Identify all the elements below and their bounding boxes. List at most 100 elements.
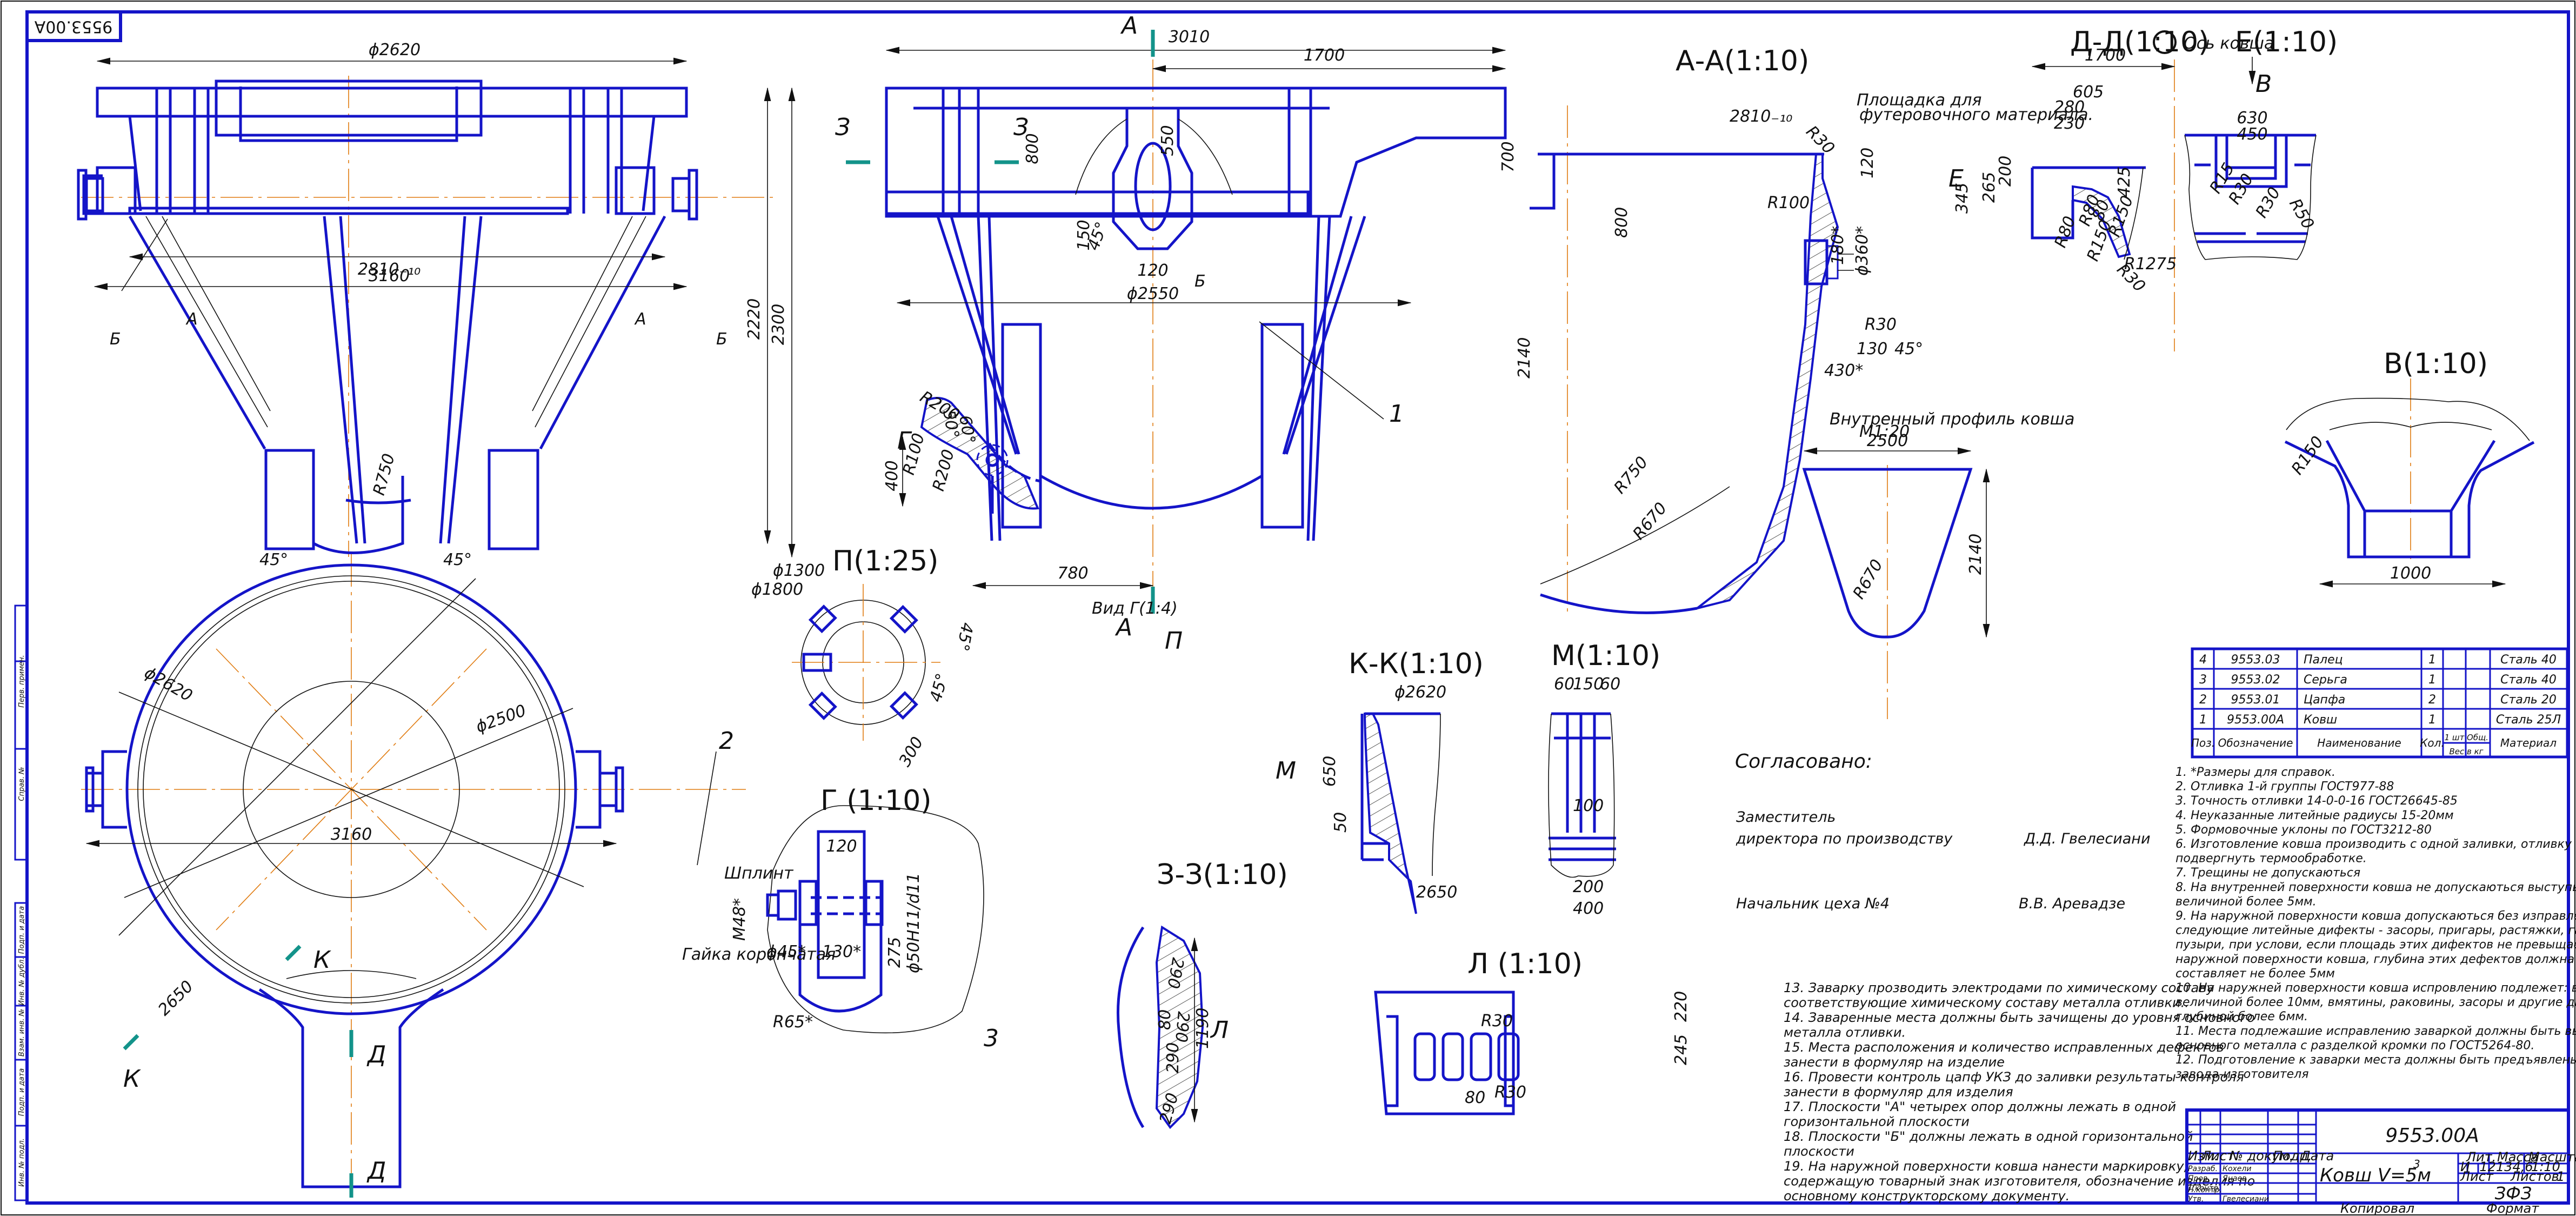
- tb-copied-label: Копировал: [2340, 1201, 2414, 1216]
- tb-role: Н.контр.: [2188, 1186, 2222, 1194]
- note-line: 1. *Размеры для справок.: [2175, 766, 2335, 779]
- label-plane-a-right: А: [634, 310, 646, 329]
- tb-designation: 9553.00A: [2385, 1125, 2479, 1147]
- dim-aa-45deg: 45°: [1894, 340, 1923, 358]
- dim-kk-2650: 2650: [1416, 883, 1457, 902]
- view-mark-e: Е: [1948, 165, 1964, 192]
- dim-side-550: 550: [1158, 125, 1177, 156]
- note-line: 8. На внутренней поверхности ковша не до…: [2175, 881, 2576, 894]
- dim-side-400: 400: [883, 460, 902, 491]
- note-line: 17. Плоскости "А" четырех опор должны ле…: [1784, 1099, 2176, 1114]
- dim-aa-2140: 2140: [1515, 337, 1534, 378]
- dim-l-80: 80: [1465, 1088, 1485, 1107]
- dim-plan-45-left: 45°: [259, 550, 288, 569]
- note-line: основного металла с разделкой кромки по …: [2175, 1039, 2534, 1052]
- note-line: содержащую товарный знак изготовителя, о…: [1784, 1174, 2255, 1189]
- dim-g-50: ϕ50H11/d11: [904, 873, 923, 973]
- tb-header-list: Лист: [2201, 1148, 2235, 1164]
- note-line: 18. Плоскости "Б" должны лежать в одной …: [1784, 1129, 2193, 1144]
- note-line: 12. Подготовление к заварки места должны…: [2175, 1053, 2576, 1067]
- bom-cell-pos: 1: [2199, 713, 2207, 727]
- tb-product-name: Ковш V=5м: [2320, 1165, 2431, 1186]
- note-line: 2. Отливка 1-й группы ГОСТ977-88: [2175, 780, 2394, 794]
- tb-sheets-count: 1: [2557, 1169, 2565, 1184]
- section-dd-title: Д-Д(1:10): [2070, 26, 2209, 58]
- dim-aa-430: 430*: [1824, 361, 1863, 380]
- note-line: 3. Точность отливки 14-0-0-16 ГОСТ26645-…: [2175, 794, 2458, 808]
- bom-cell-qty: 1: [2428, 673, 2436, 687]
- note-line: занести в формуляр на изделие: [1784, 1055, 2005, 1070]
- dim-m-60-left: 60: [1554, 675, 1574, 694]
- dim-m-200: 200: [1573, 878, 1604, 896]
- dim-g-r65: R65*: [773, 1013, 813, 1032]
- tb-role: Т.контр.: [2188, 1184, 2221, 1193]
- dim-aa-180: 180*: [1828, 226, 1847, 265]
- dim-g-275: 275: [885, 937, 904, 968]
- bom-cell-designation: 9553.03: [2231, 653, 2280, 667]
- approval-position-line1: Заместитель: [1736, 809, 1836, 826]
- bom-header-name: Наименование: [2317, 736, 2401, 749]
- tb-header-lit: Лит.: [2466, 1149, 2496, 1165]
- view-g-note: Вид Г(1:4): [1092, 599, 1178, 618]
- tb-header-mass: Масса: [2497, 1149, 2539, 1165]
- dim-zz-1190: 1190: [1193, 1008, 1212, 1049]
- dim-aa-r30-lower: R30: [1865, 315, 1897, 334]
- dim-side-700: 700: [1499, 141, 1518, 172]
- side-stamp-label: Подп. и дата: [18, 906, 26, 954]
- dim-g-130: 130*: [822, 942, 861, 961]
- view-mark-v: В: [2255, 70, 2272, 98]
- dim-profile-r670: R670: [1850, 556, 1887, 602]
- dim-profile-2140: 2140: [1966, 534, 1985, 575]
- technical-notes-right: 1. *Размеры для справок.2. Отливка 1-й г…: [2175, 766, 2576, 1081]
- side-stamp-label: Справ. №: [18, 767, 26, 801]
- note-line: плоскости: [1784, 1144, 1854, 1159]
- dim-p-45-top: 45°: [953, 621, 977, 653]
- dim-kk-650: 650: [1320, 756, 1339, 787]
- side-stamp: Перв. примен. Справ. № Подп. и дата Инв.…: [14, 604, 28, 1201]
- bom-cell-material: Сталь 20: [2500, 693, 2557, 707]
- bom-cell-designation: 9553.01: [2231, 693, 2280, 707]
- dim-aa-265: 265: [1980, 172, 1999, 203]
- dim-aa-200: 200: [1996, 156, 2015, 187]
- dim-zz-290-b: 290: [1171, 1011, 1193, 1043]
- note-line: 19. На наружной поверхности ковша нанест…: [1784, 1159, 2188, 1174]
- tb-sheet-label: Лист: [2460, 1169, 2494, 1184]
- note-line: металла отливки.: [1784, 1025, 1906, 1040]
- top-left-stamp: 9553.00A: [25, 10, 122, 42]
- dim-profile-2500: 2500: [1867, 431, 1908, 450]
- bom-header-designation: Обозначение: [2218, 736, 2293, 749]
- side-stamp-label: Инв. № подл.: [18, 1138, 26, 1187]
- dim-aa-120: 120: [1858, 148, 1877, 178]
- dim-l-245: 245: [1672, 1034, 1691, 1065]
- dim-side-3010: 3010: [1169, 28, 1210, 46]
- view-e: Е(1:10) В 630 450 R15 R30 R50 R30: [2184, 26, 2338, 260]
- approval-block: Согласовано: Заместитель директора по пр…: [1735, 750, 2151, 912]
- bom-cell-qty: 1: [2428, 713, 2436, 727]
- note-line: основному конструкторскому документу.: [1784, 1188, 2070, 1204]
- approval-name: В.В. Аревадзе: [2019, 895, 2125, 912]
- note-line: подвергнуть термообработке.: [2175, 852, 2367, 866]
- position-2-callout: 2: [719, 727, 734, 755]
- approval-position-line2: Начальник цеха №4: [1736, 895, 1890, 912]
- note-line: 13. Заварку прозводить электродами по хи…: [1784, 980, 2214, 995]
- label-plane-b-left: Б: [110, 330, 121, 349]
- side-view: 3010 1700 780 400 R200 50° 60° R100 R2: [835, 12, 1518, 655]
- dim-aa-345: 345: [1953, 183, 1972, 214]
- view-mark-l: Л: [1210, 1016, 1229, 1044]
- bom-cell-name: Серьга: [2304, 673, 2347, 687]
- dim-front-2300: 2300: [769, 304, 788, 345]
- side-stamp-label: Подп. и дата: [18, 1068, 26, 1117]
- note-line: 9. На наружной поверхности ковша допуска…: [2175, 909, 2576, 923]
- dim-side-2550: ϕ2550: [1127, 284, 1179, 303]
- dim-side-800: 800: [1023, 133, 1042, 164]
- dim-l-r30-top: R30: [1481, 1012, 1513, 1031]
- dim-m-400: 400: [1573, 899, 1604, 918]
- dim-side-b-label: Б: [1194, 272, 1206, 291]
- title-block: Изм. Лист № докум. Подп. Дата Разраб.Кох…: [2185, 1108, 2576, 1216]
- dim-dd-230: 230: [2054, 114, 2085, 133]
- section-aa-title: А-А(1:10): [1676, 45, 1809, 77]
